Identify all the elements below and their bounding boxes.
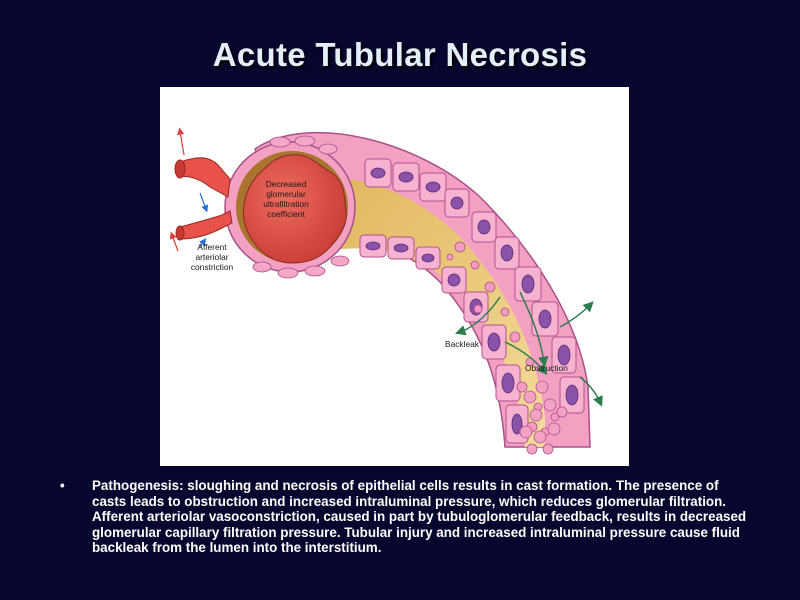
efferent-arteriole: [177, 157, 231, 198]
afferent-label-line3: constriction: [191, 262, 234, 272]
obstruction-label: Obstruction: [525, 363, 568, 373]
cell-nuclei: [365, 167, 579, 435]
constriction-arrow-lower: [199, 238, 206, 248]
atn-diagram: Decreased glomerular ultrafiltration coe…: [160, 87, 629, 466]
afferent-label-line1: Afferent: [197, 242, 227, 252]
glomerulus-label: Decreased glomerular ultrafiltration coe…: [263, 179, 309, 219]
afferent-opening: [175, 225, 185, 241]
cast-cluster: [519, 380, 568, 455]
backleak-arrow: [455, 296, 501, 336]
obstruction-arrow-lower: [579, 376, 603, 407]
sloughed-cells: [446, 241, 560, 437]
glomerular-tuft: [243, 154, 347, 264]
efferent-flow-arrow: [177, 127, 185, 156]
glomerulus-label-line1: Decreased: [266, 179, 307, 189]
bullet-list: • Pathogenesis: sloughing and necrosis o…: [60, 478, 750, 556]
glomerulus-label-line4: coefficient: [267, 209, 305, 219]
glomerulus-label-line3: ultrafiltration: [263, 199, 309, 209]
bullet-marker: •: [60, 478, 65, 493]
bullet-item: • Pathogenesis: sloughing and necrosis o…: [60, 478, 750, 556]
afferent-arteriole: [179, 210, 233, 240]
bullet-text: Pathogenesis: sloughing and necrosis of …: [92, 478, 747, 556]
backleak-label: Backleak: [445, 339, 480, 349]
tubule-lumen: [295, 177, 545, 447]
atn-diagram-svg: Decreased glomerular ultrafiltration coe…: [169, 127, 603, 455]
obstruction-arrow-right: [559, 301, 594, 328]
lumen-flow-arrow-2: [504, 341, 548, 376]
glomerulus-label-line2: glomerular: [266, 189, 306, 199]
slide-title: Acute Tubular Necrosis: [212, 36, 588, 73]
lumen-flow-arrow: [519, 291, 549, 368]
afferent-flow-arrow: [169, 231, 179, 252]
constriction-arrow-upper: [199, 192, 209, 213]
afferent-label-line2: arteriolar: [195, 252, 228, 262]
afferent-label: Afferent arteriolar constriction: [191, 242, 234, 272]
efferent-opening: [174, 159, 186, 179]
capsule-cells: [252, 135, 350, 279]
